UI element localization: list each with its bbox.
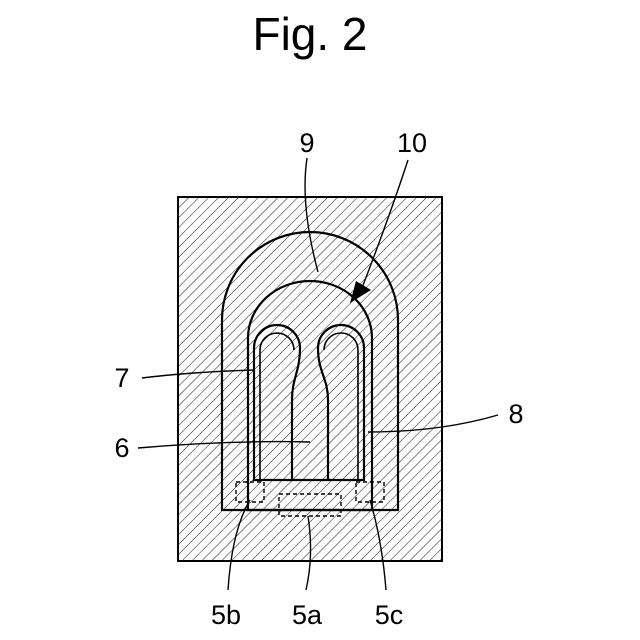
label-5a: 5a	[292, 600, 323, 630]
label-5c: 5c	[375, 600, 404, 630]
label-6: 6	[114, 433, 129, 463]
label-7: 7	[114, 363, 129, 393]
label-10: 10	[397, 128, 427, 158]
substrate-block	[178, 197, 442, 561]
label-5b: 5b	[211, 600, 241, 630]
figure-title: Fig. 2	[252, 8, 367, 60]
label-8: 8	[508, 399, 523, 429]
label-9: 9	[299, 128, 314, 158]
